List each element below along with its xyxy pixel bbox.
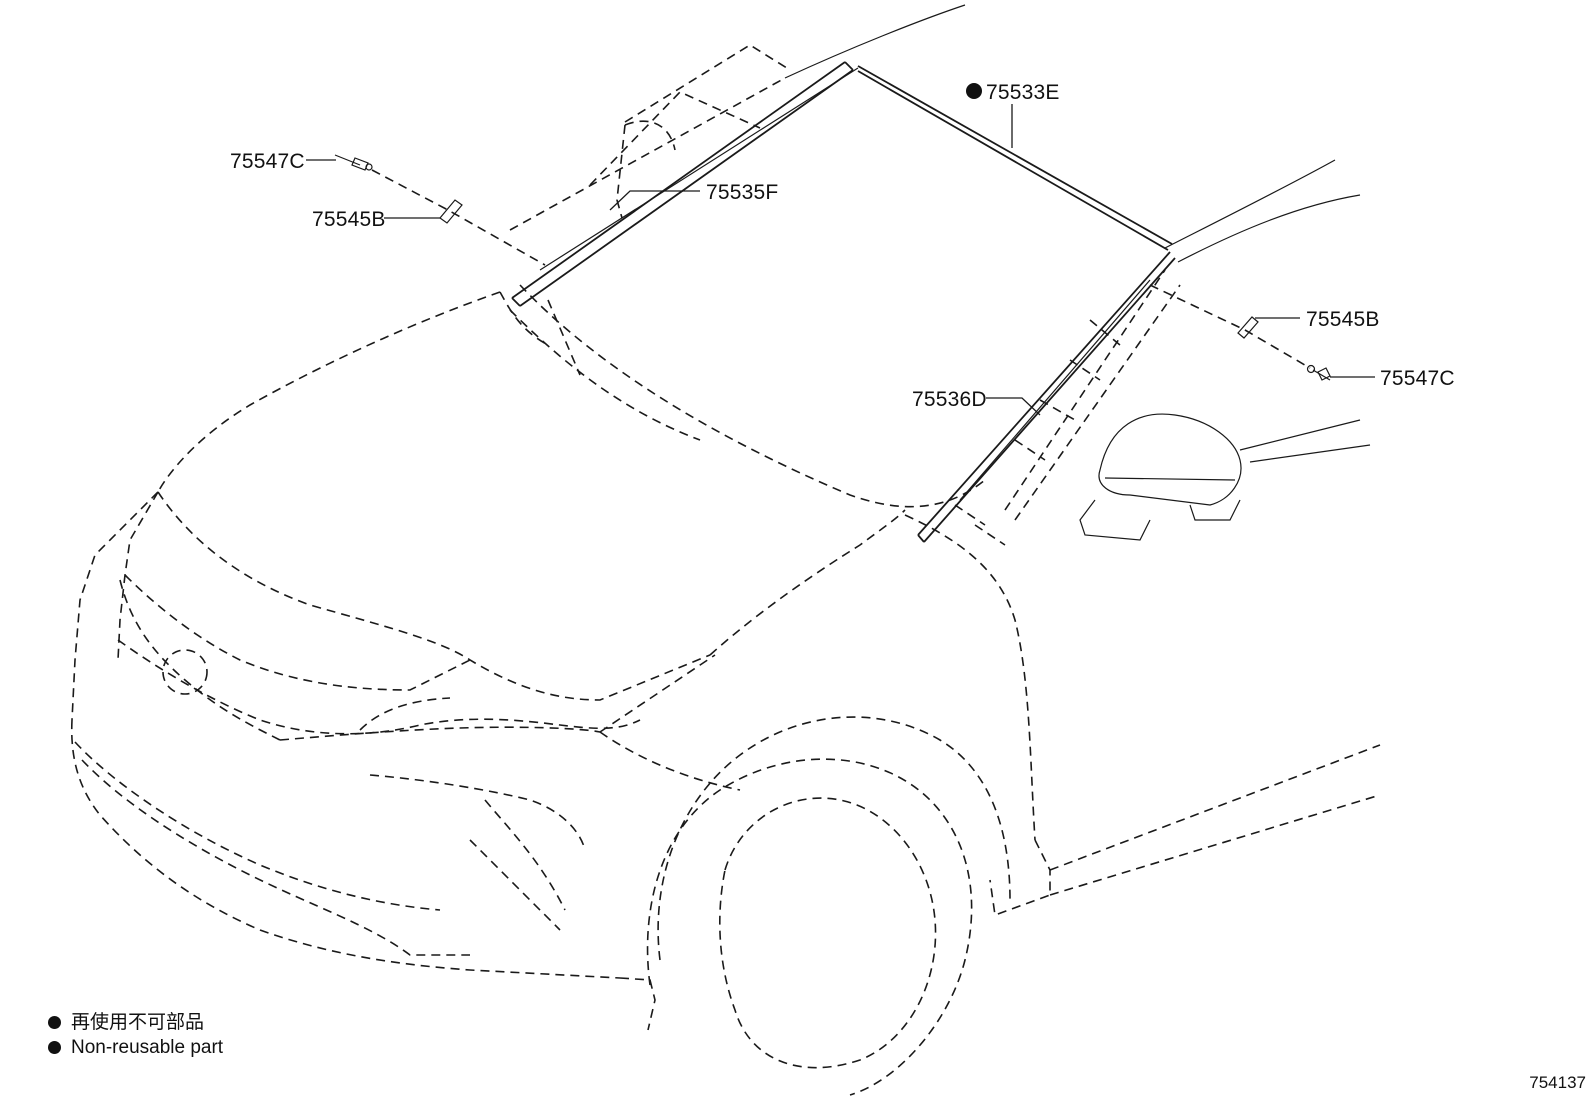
legend-english-text: Non-reusable part bbox=[71, 1037, 224, 1058]
pillar-moulding-75535f bbox=[511, 61, 859, 307]
clip-75545b-right-icon bbox=[1237, 316, 1259, 339]
legend-row-japanese: 再使用不可部品 bbox=[48, 1010, 223, 1035]
callout-75547c-right: 75547C bbox=[1380, 367, 1455, 390]
bullet-dot-icon bbox=[48, 1041, 61, 1054]
reference-number: 754137 bbox=[1529, 1073, 1586, 1092]
legend-japanese-text: 再使用不可部品 bbox=[71, 1012, 205, 1033]
windshield-glass bbox=[509, 284, 986, 508]
fender bbox=[599, 514, 1381, 917]
fastener-axis-right bbox=[1149, 284, 1311, 369]
bumper bbox=[70, 719, 656, 1031]
legend-row-english: Non-reusable part bbox=[48, 1035, 223, 1060]
pillar-moulding-75536d bbox=[917, 251, 1176, 543]
callout-75536d: 75536D bbox=[912, 388, 987, 411]
callout-75545b-right: 75545B bbox=[1306, 308, 1380, 331]
legend: 再使用不可部品 Non-reusable part bbox=[48, 1010, 223, 1060]
front-fascia bbox=[71, 491, 716, 741]
hood bbox=[124, 291, 906, 701]
callout-label: 75533E bbox=[986, 81, 1060, 104]
right-side-mirror bbox=[1079, 413, 1371, 541]
bullet-dot-icon bbox=[48, 1016, 61, 1029]
non-reusable-dot-icon bbox=[966, 83, 982, 99]
callout-75545b-left: 75545B bbox=[312, 208, 386, 231]
clip-75547c-right-icon bbox=[1306, 364, 1331, 381]
front-wheel bbox=[646, 716, 1011, 1096]
right-pillar-structure bbox=[954, 269, 1181, 546]
left-mirror bbox=[616, 120, 676, 219]
roof-outline bbox=[509, 4, 1361, 263]
leader-lines bbox=[306, 104, 1375, 416]
clip-75547c-left-icon bbox=[334, 154, 373, 171]
roof-moulding-75533e bbox=[857, 65, 1173, 251]
callout-75533e: 75533E bbox=[966, 81, 1060, 104]
callout-75535f: 75535F bbox=[706, 181, 778, 204]
callout-75547c-left: 75547C bbox=[230, 150, 305, 173]
clip-75545b-left-icon bbox=[439, 199, 463, 224]
